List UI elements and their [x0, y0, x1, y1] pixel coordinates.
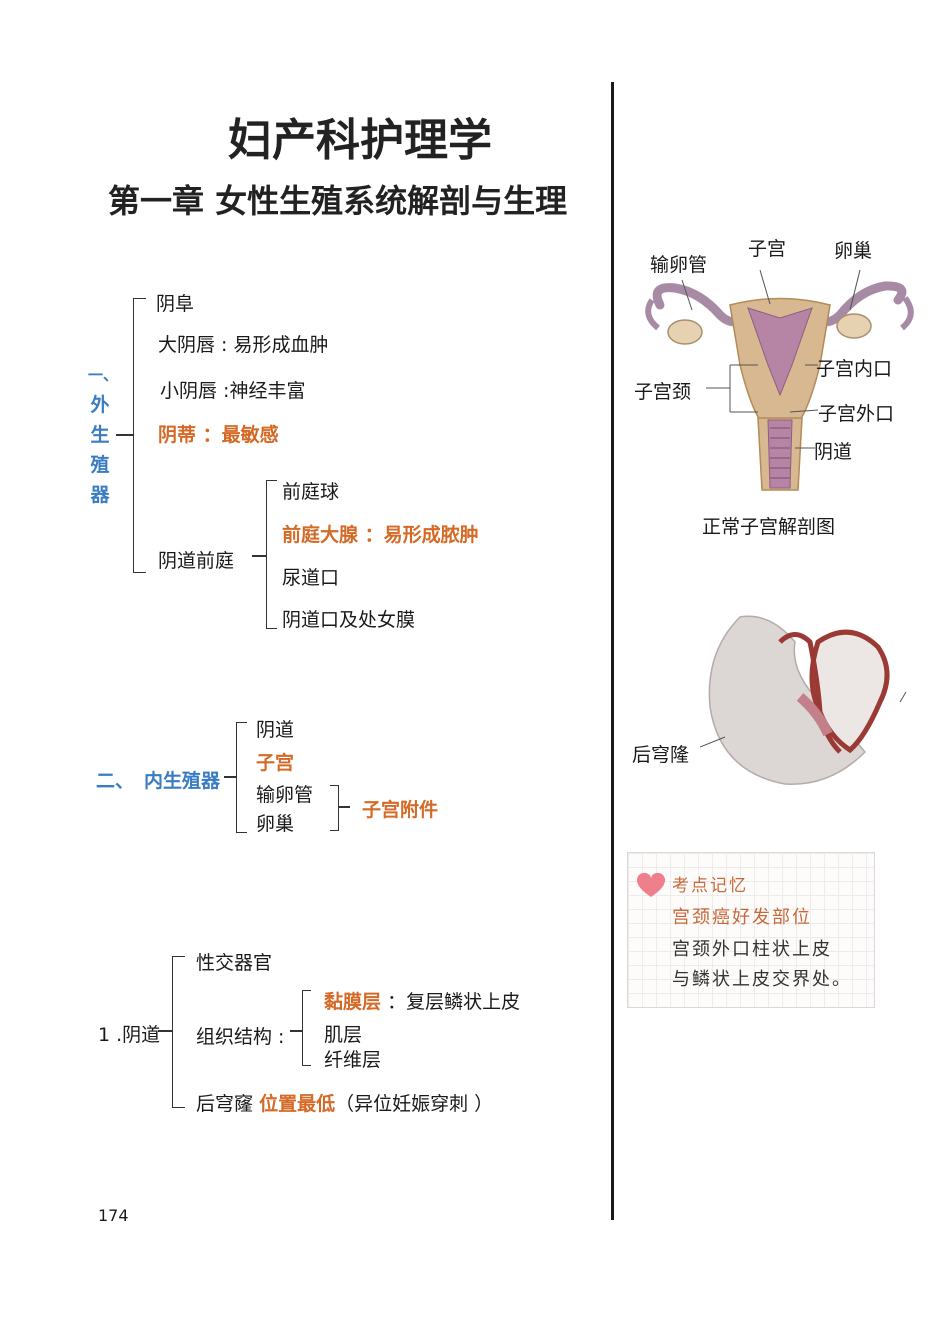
label-os-external: 子宫外口	[818, 403, 895, 425]
uterus-anatomy-diagram	[645, 270, 914, 491]
page-title: 妇产科护理学	[228, 115, 492, 166]
structure-brace	[302, 990, 311, 1066]
item-vestibule: 阴道前庭	[158, 550, 235, 572]
vestibule-brace	[266, 480, 277, 629]
column-divider	[611, 82, 614, 1220]
urethral-orifice: 尿道口	[282, 567, 340, 589]
mucosa-row: 黏膜层 ：复层鳞状上皮	[324, 987, 520, 1014]
vestibule-bulb: 前庭球	[282, 481, 340, 503]
mucosa-layer: 黏膜层	[324, 991, 382, 1013]
section3-brace	[172, 956, 185, 1108]
diagram1-caption: 正常子宫解剖图	[702, 516, 836, 538]
internal-tube: 输卵管	[256, 784, 314, 806]
tissue-structure: 组织结构 :	[196, 1026, 285, 1048]
page-number: 174	[98, 1206, 129, 1225]
heart-icon	[636, 872, 666, 897]
section1-brace	[133, 298, 146, 573]
label-uterus: 子宫	[748, 238, 787, 260]
section2-label: 内生殖器	[144, 770, 221, 792]
item-labia-majora: 大阴唇 : 易形成血肿	[158, 334, 329, 356]
internal-ovary: 卵巢	[256, 813, 295, 835]
adnexa-label: 子宫附件	[362, 799, 439, 821]
adnexa-brace	[330, 785, 339, 831]
vaginal-orifice: 阴道口及处女膜	[282, 609, 416, 631]
section2-brace	[236, 722, 247, 833]
fiber-layer: 纤维层	[324, 1049, 382, 1071]
note-line-3: 与鳞状上皮交界处。	[672, 969, 852, 990]
muscle-layer: 肌层	[324, 1024, 363, 1046]
section3-label: 1 .阴道	[98, 1024, 161, 1046]
label-cervix: 子宫颈	[634, 381, 692, 403]
note-heading: 考点记忆	[672, 876, 748, 896]
internal-uterus: 子宫	[256, 752, 295, 774]
section1-label: 一、 外 生 殖 器	[88, 366, 119, 506]
label-os-internal: 子宫内口	[816, 358, 893, 380]
label-tube: 输卵管	[650, 254, 708, 276]
item-clitoris: 阴蒂 ：最敏感	[158, 424, 279, 446]
fornix-label: 后穹窿	[196, 1093, 254, 1115]
item-labia-minora: 小阴唇 :神经丰富	[160, 380, 306, 402]
internal-vagina: 阴道	[256, 719, 295, 741]
item-mons: 阴阜	[156, 293, 195, 315]
fornix-highlight: 位置最低	[259, 1093, 336, 1115]
section2-num: 二、	[96, 770, 135, 792]
label-vagina: 阴道	[814, 441, 853, 463]
bartholin-gland: 前庭大腺 ：易形成脓肿	[282, 524, 479, 546]
label-ovary: 卵巢	[834, 240, 873, 262]
fornix-diagram	[700, 615, 907, 785]
mucosa-desc: ：复层鳞状上皮	[387, 991, 521, 1013]
note-line-2: 宫颈外口柱状上皮	[672, 939, 832, 960]
exam-note-card: 考点记忆 宫颈癌好发部位 宫颈外口柱状上皮 与鳞状上皮交界处。	[627, 852, 875, 1008]
fornix-note: （异位妊娠穿刺 ）	[335, 1093, 494, 1115]
note-line-1: 宫颈癌好发部位	[672, 907, 812, 928]
sex-organ: 性交器官	[196, 952, 273, 974]
chapter-title: 第一章 女性生殖系统解剖与生理	[108, 182, 568, 220]
label-posterior-fornix: 后穹隆	[632, 744, 690, 766]
fornix-row: 后穹窿 位置最低（异位妊娠穿刺 ）	[196, 1089, 493, 1116]
